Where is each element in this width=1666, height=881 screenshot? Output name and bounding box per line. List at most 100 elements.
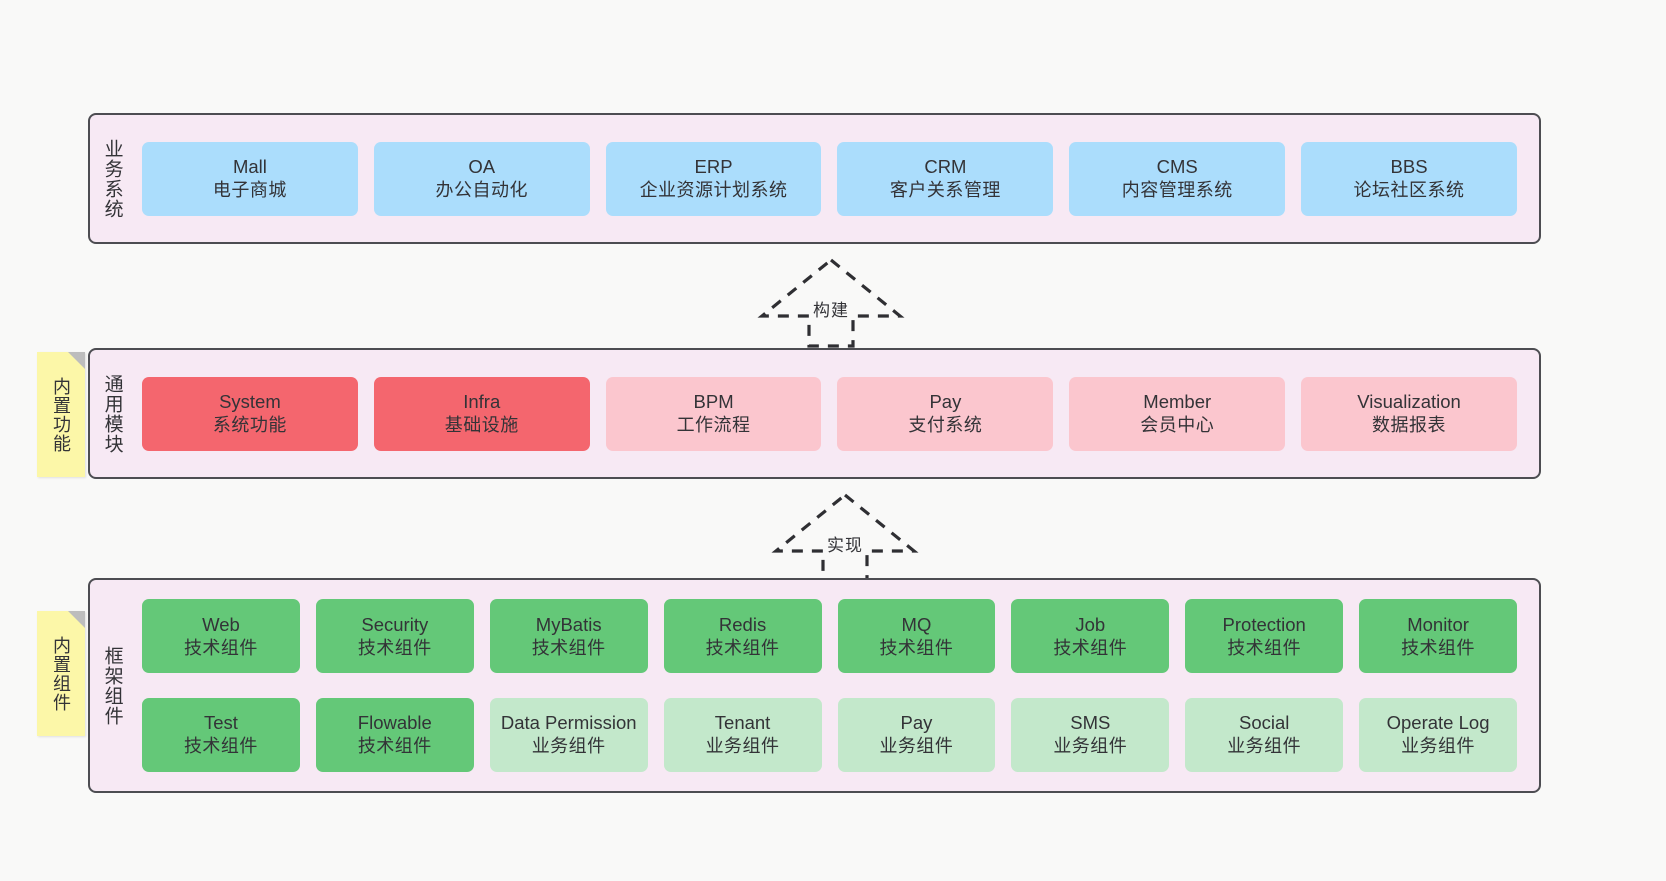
- node-title: CRM: [924, 155, 967, 177]
- node-subtitle: 数据报表: [1372, 414, 1447, 435]
- node-bpm[interactable]: BPM 工作流程: [605, 376, 822, 451]
- framework-business-row: Test 技术组件 Flowable 技术组件 Data Permission …: [134, 692, 1525, 779]
- node-crm[interactable]: CRM 客户关系管理: [837, 141, 1054, 216]
- node-cell: Visualization 数据报表: [1293, 376, 1525, 451]
- node-title: BBS: [1390, 155, 1428, 177]
- layer-business-systems: 业务系统 Mall 电子商城 OA 办公自动化 E: [88, 113, 1541, 244]
- node-tenant[interactable]: Tenant 业务组件: [663, 697, 822, 772]
- node-oa[interactable]: OA 办公自动化: [373, 141, 590, 216]
- node-subtitle: 工作流程: [676, 414, 751, 435]
- layer-framework-components: 框架组件 Web 技术组件 Security 技术组件: [88, 578, 1541, 793]
- node-subtitle: 技术组件: [183, 736, 258, 757]
- sticky-note-builtin-functions: 内置功能: [37, 352, 85, 477]
- node-web[interactable]: Web 技术组件: [142, 599, 300, 674]
- arrow-build-label: 构建: [811, 296, 851, 321]
- node-cell: Pay 业务组件: [830, 697, 1004, 772]
- node-social[interactable]: Social 业务组件: [1185, 697, 1344, 772]
- node-subtitle: 业务组件: [1053, 736, 1128, 757]
- node-title: SMS: [1070, 712, 1111, 734]
- node-subtitle: 技术组件: [183, 637, 258, 658]
- node-subtitle: 企业资源计划系统: [639, 179, 788, 200]
- node-redis[interactable]: Redis 技术组件: [663, 599, 822, 674]
- node-title: Protection: [1222, 613, 1306, 635]
- node-pay-component[interactable]: Pay 业务组件: [837, 697, 996, 772]
- node-title: Mall: [232, 155, 267, 177]
- node-cms[interactable]: CMS 内容管理系统: [1069, 141, 1286, 216]
- node-title: Flowable: [357, 712, 432, 734]
- node-erp[interactable]: ERP 企业资源计划系统: [605, 141, 822, 216]
- layer-common-modules: 通用模块 System 系统功能 Infra 基础设施: [88, 348, 1541, 479]
- node-monitor[interactable]: Monitor 技术组件: [1359, 599, 1517, 674]
- node-cell: Redis 技术组件: [656, 599, 830, 674]
- node-title: Tenant: [714, 712, 771, 734]
- page-fold-icon: [68, 352, 85, 369]
- node-security[interactable]: Security 技术组件: [315, 599, 474, 674]
- node-test[interactable]: Test 技术组件: [142, 697, 300, 772]
- node-cell: Flowable 技术组件: [308, 697, 482, 772]
- node-title: BPM: [693, 390, 734, 412]
- node-cell: OA 办公自动化: [366, 141, 598, 216]
- node-subtitle: 技术组件: [705, 637, 780, 658]
- node-pay-module[interactable]: Pay 支付系统: [837, 376, 1054, 451]
- node-cell: Member 会员中心: [1061, 376, 1293, 451]
- node-operate-log[interactable]: Operate Log 业务组件: [1359, 697, 1517, 772]
- node-sms[interactable]: SMS 业务组件: [1011, 697, 1170, 772]
- node-subtitle: 业务组件: [705, 736, 780, 757]
- node-subtitle: 客户关系管理: [889, 179, 1001, 200]
- node-title: Visualization: [1357, 390, 1461, 412]
- node-infra[interactable]: Infra 基础设施: [373, 376, 590, 451]
- arrow-build: 构建: [756, 257, 906, 348]
- node-cell: Operate Log 业务组件: [1351, 697, 1525, 772]
- layer-body-modules: System 系统功能 Infra 基础设施 BPM 工作流程: [134, 350, 1539, 477]
- node-mall[interactable]: Mall 电子商城: [142, 141, 358, 216]
- node-data-permission[interactable]: Data Permission 业务组件: [489, 697, 648, 772]
- node-job[interactable]: Job 技术组件: [1011, 599, 1170, 674]
- node-subtitle: 业务组件: [531, 736, 606, 757]
- node-subtitle: 电子商城: [212, 179, 287, 200]
- node-cell: Test 技术组件: [134, 697, 308, 772]
- node-protection[interactable]: Protection 技术组件: [1185, 599, 1344, 674]
- node-visualization[interactable]: Visualization 数据报表: [1301, 376, 1517, 451]
- node-cell: Web 技术组件: [134, 599, 308, 674]
- node-member[interactable]: Member 会员中心: [1069, 376, 1286, 451]
- node-subtitle: 技术组件: [1053, 637, 1128, 658]
- node-title: Security: [361, 613, 429, 635]
- node-cell: Tenant 业务组件: [656, 697, 830, 772]
- node-mybatis[interactable]: MyBatis 技术组件: [489, 599, 648, 674]
- node-title: MQ: [901, 613, 932, 635]
- node-bbs[interactable]: BBS 论坛社区系统: [1301, 141, 1517, 216]
- node-mq[interactable]: MQ 技术组件: [837, 599, 996, 674]
- arrow-implement-label: 实现: [825, 531, 865, 556]
- page-fold-icon: [68, 611, 85, 628]
- node-cell: Mall 电子商城: [134, 141, 366, 216]
- node-title: Pay: [929, 390, 962, 412]
- node-title: Redis: [718, 613, 767, 635]
- node-cell: CRM 客户关系管理: [829, 141, 1061, 216]
- node-system[interactable]: System 系统功能: [142, 376, 358, 451]
- sticky-note-label: 内置组件: [51, 635, 71, 712]
- node-title: Pay: [900, 712, 933, 734]
- layer-title-framework: 框架组件: [101, 645, 123, 726]
- node-title: Member: [1143, 390, 1212, 412]
- node-subtitle: 技术组件: [357, 736, 432, 757]
- node-cell: Infra 基础设施: [366, 376, 598, 451]
- layer-title-modules: 通用模块: [101, 373, 123, 454]
- node-title: Job: [1075, 613, 1106, 635]
- node-cell: System 系统功能: [134, 376, 366, 451]
- node-cell: Protection 技术组件: [1177, 599, 1351, 674]
- node-title: Social: [1238, 712, 1290, 734]
- node-cell: Monitor 技术组件: [1351, 599, 1525, 674]
- node-cell: BPM 工作流程: [598, 376, 830, 451]
- node-title: Web: [202, 613, 240, 635]
- node-cell: CMS 内容管理系统: [1061, 141, 1293, 216]
- business-node-row: Mall 电子商城 OA 办公自动化 ERP 企业资源计划系统: [134, 115, 1525, 242]
- node-subtitle: 技术组件: [879, 637, 954, 658]
- node-flowable[interactable]: Flowable 技术组件: [315, 697, 474, 772]
- node-title: OA: [468, 155, 496, 177]
- layer-body-framework: Web 技术组件 Security 技术组件 MyBatis 技术组件: [134, 580, 1539, 791]
- node-subtitle: 内容管理系统: [1121, 179, 1233, 200]
- node-cell: BBS 论坛社区系统: [1293, 141, 1525, 216]
- node-subtitle: 论坛社区系统: [1353, 179, 1465, 200]
- node-subtitle: 业务组件: [1401, 736, 1476, 757]
- node-subtitle: 会员中心: [1140, 414, 1215, 435]
